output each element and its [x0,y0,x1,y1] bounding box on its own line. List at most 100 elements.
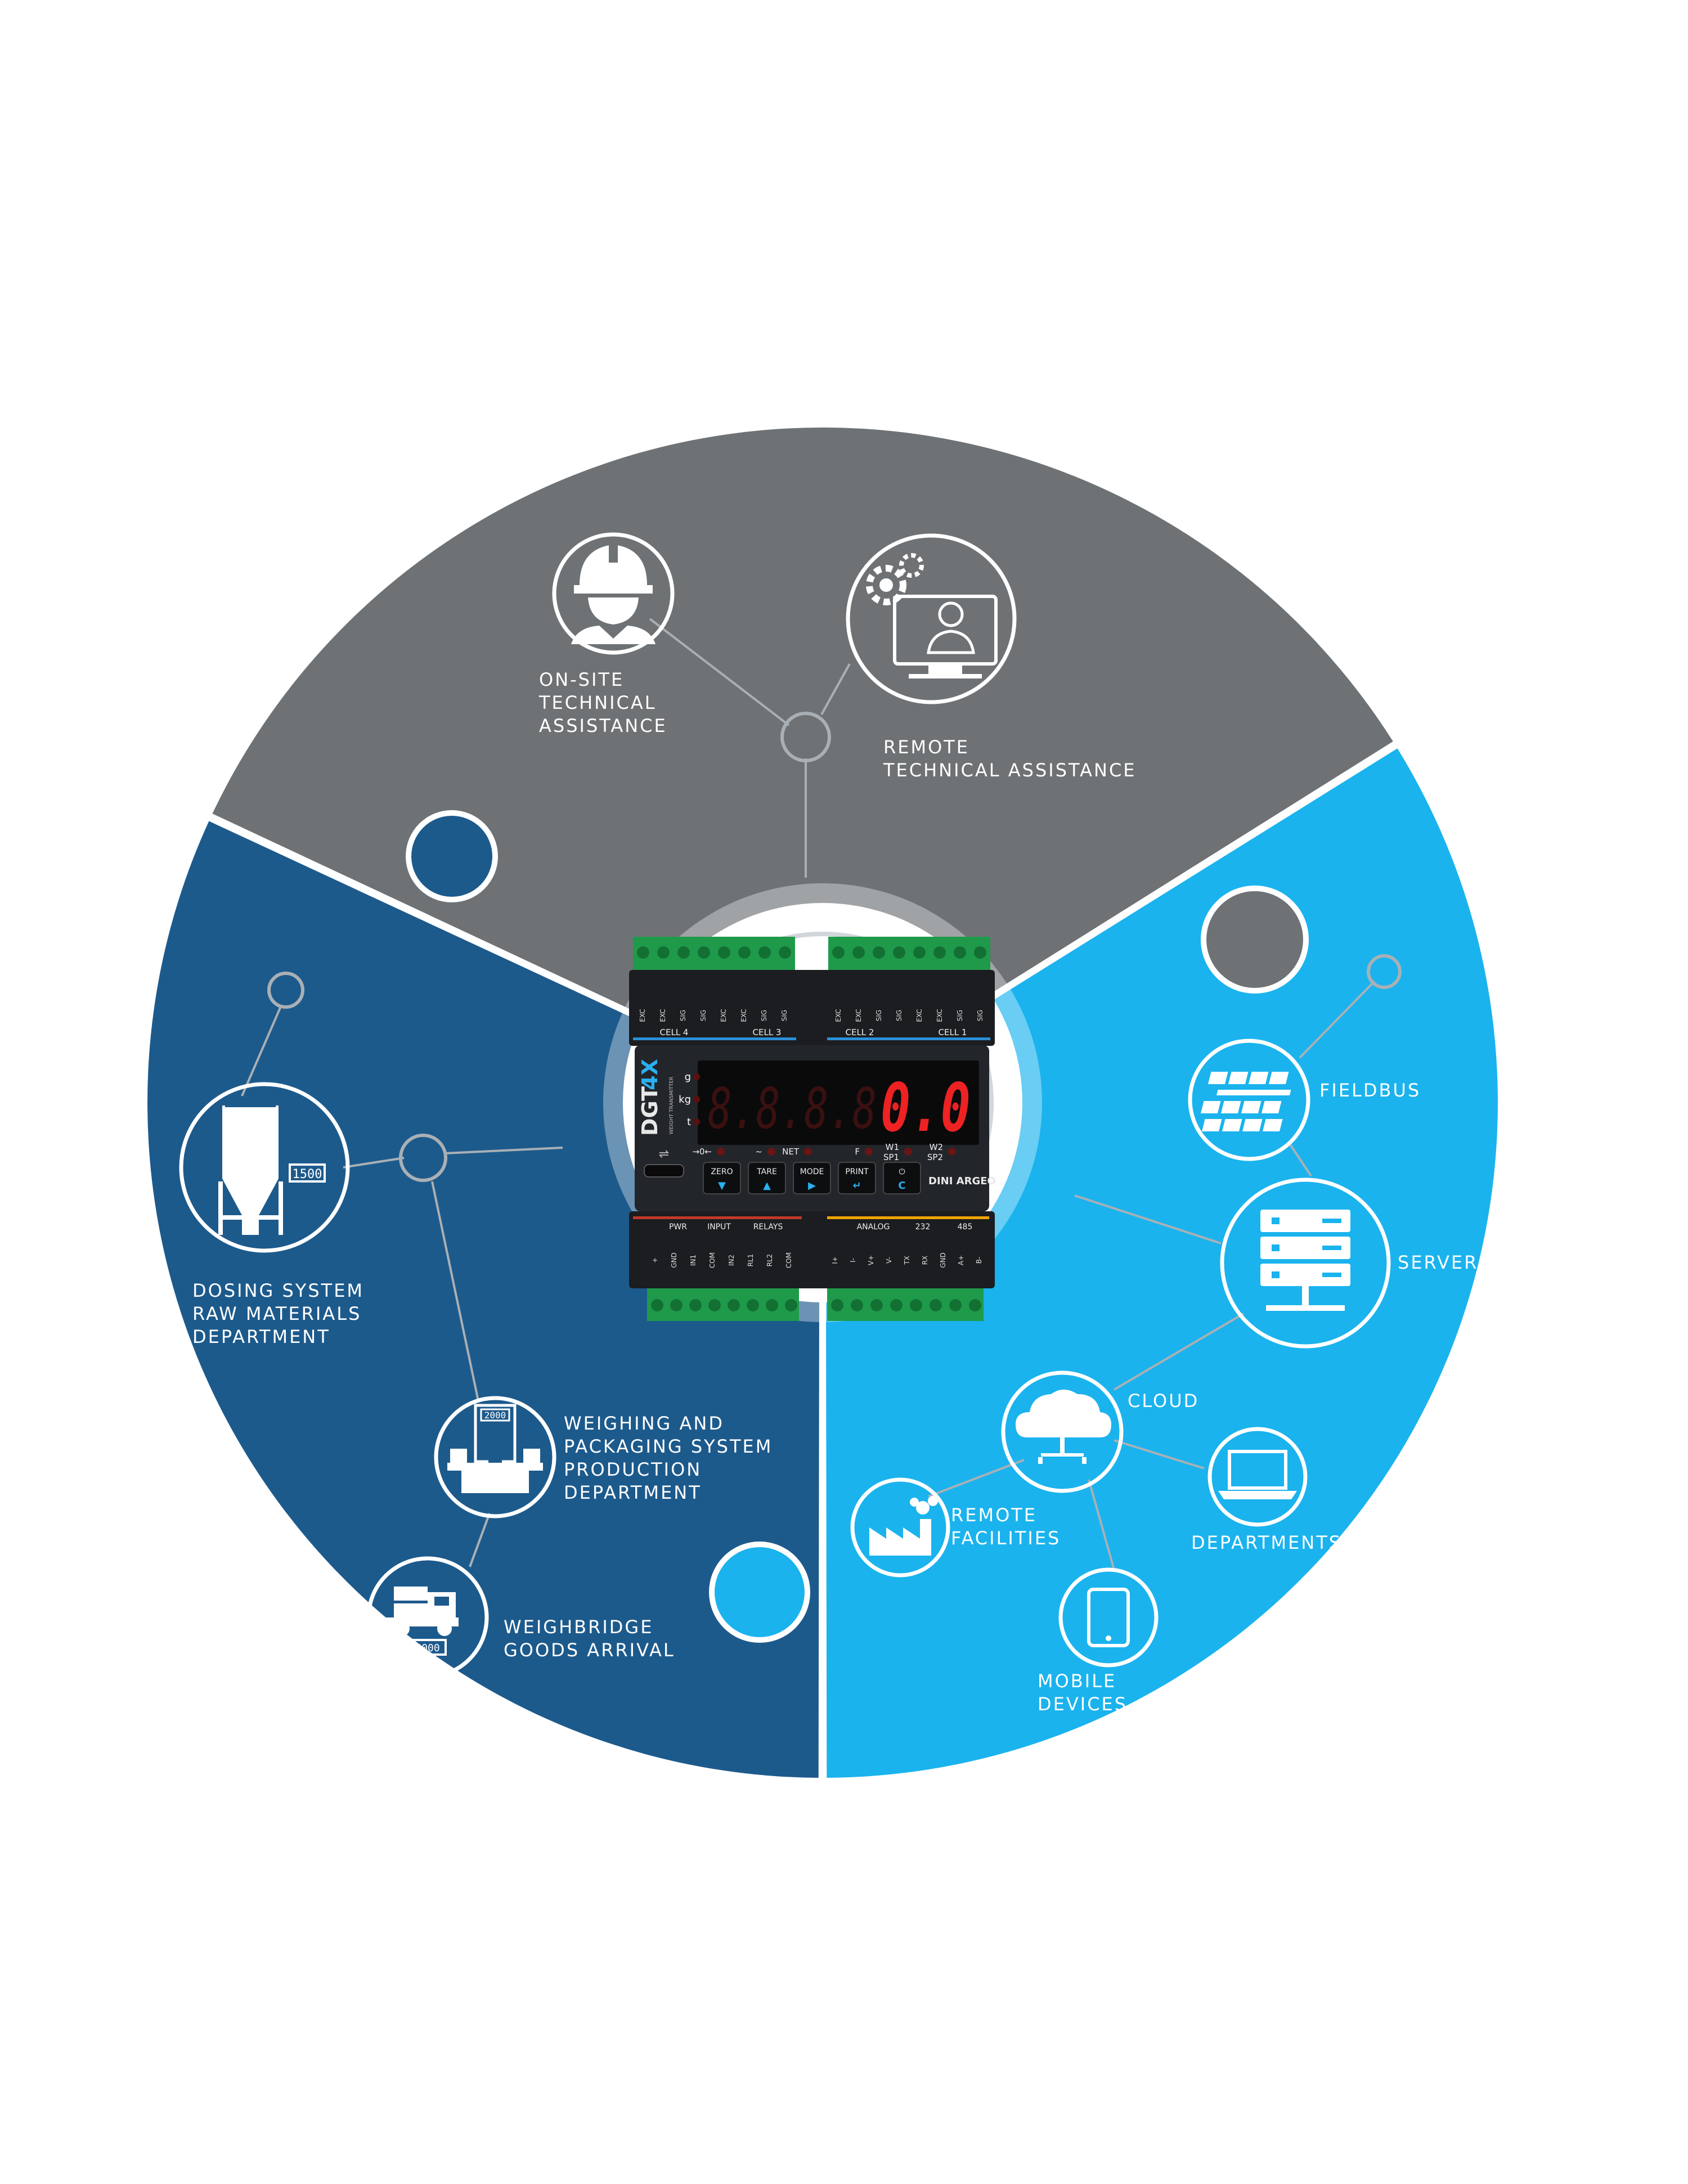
top-terminal-label: EXC [639,1009,647,1022]
server-ring [1220,1178,1391,1349]
indicator-label: W1 [886,1142,899,1152]
indicator-label: →0← [692,1147,712,1157]
indicator-led [948,1148,956,1156]
indicator-led [904,1148,912,1156]
junction-left-ring [267,972,304,1009]
display-window [698,1060,979,1145]
terminal-screw[interactable] [698,946,710,959]
fieldbus-ring [1188,1039,1310,1161]
keypad: ZERO▼TARE▲MODE▶PRINT↵⏻C [703,1162,921,1194]
top-terminal-label: EXC [740,1009,748,1022]
device-subtitle: WEIGHT TRANSMITTER [669,1077,675,1135]
terminal-screw[interactable] [689,1299,702,1311]
right-puzzle-knob [1206,891,1303,988]
keypad-button-label: TARE [756,1167,777,1176]
terminal-screw[interactable] [832,946,845,959]
line-remote-hub [820,663,851,715]
keypad-button[interactable] [793,1162,831,1194]
usb-port[interactable] [644,1164,684,1178]
terminal-screw[interactable] [893,946,905,959]
terminal-screw[interactable] [873,946,885,959]
terminal-screw[interactable] [728,1299,740,1311]
terminal-screw[interactable] [766,1299,778,1311]
terminal-screws [637,946,986,1311]
cell-label: CELL 4 [660,1027,689,1037]
unit-label: t [687,1116,691,1128]
packaging-ring [434,1396,556,1518]
keypad-button-label: ⏻ [899,1167,905,1176]
top-terminal-label: EXC [720,1009,728,1022]
bottom-terminal-label: IN2 [728,1255,735,1266]
terminal-screw[interactable] [930,1299,942,1311]
keypad-arrow-icon: C [898,1180,905,1192]
terminal-screw[interactable] [758,946,771,959]
keypad-arrow-icon: ↵ [852,1180,861,1192]
unit-led [693,1096,700,1103]
silo-icon [218,1103,326,1235]
top-terminal-label: EXC [915,1009,923,1022]
keypad-button[interactable] [703,1162,741,1194]
packaging-display-tag: 2000 [484,1410,506,1421]
terminal-screw[interactable] [670,1299,683,1311]
terminal-screw[interactable] [954,946,966,959]
line-node-device [444,1147,563,1154]
terminal-screw[interactable] [708,1299,721,1311]
device-model-suffix: 4X [638,1059,662,1090]
label-server: SERVER [1398,1252,1479,1273]
terminal-screw[interactable] [747,1299,759,1311]
connector-lines [241,618,1376,1570]
bottom-puzzle-knob [715,1547,805,1637]
onsite-ring [552,532,675,655]
laptop-icon [1218,1450,1297,1499]
bottom-terminal-label: COM [785,1252,793,1268]
terminal-screw[interactable] [910,1299,922,1311]
indicator-led [804,1148,812,1156]
keypad-button[interactable] [838,1162,876,1194]
terminal-screw[interactable] [852,946,865,959]
keypad-arrow-icon: ▼ [718,1180,726,1192]
terminal-screw[interactable] [785,1299,797,1311]
laptop-ring [1207,1427,1308,1527]
terminal-screw[interactable] [779,946,791,959]
bottom-terminal-label: RL2 [766,1254,774,1267]
terminal-screw[interactable] [738,946,751,959]
factory-icon [869,1496,938,1556]
terminal-screw[interactable] [974,946,986,959]
terminal-screw[interactable] [677,946,690,959]
terminal-screw[interactable] [651,1299,663,1311]
top-terminal-label: SIG [976,1010,984,1021]
terminal-screw[interactable] [718,946,730,959]
terminal-screw[interactable] [969,1299,981,1311]
terminal-screw[interactable] [933,946,946,959]
unit-label: kg [679,1094,691,1106]
terminal-screw[interactable] [831,1299,843,1311]
terminal-screw[interactable] [890,1299,903,1311]
line-cloud-tablet [1088,1479,1115,1570]
terminal-screw[interactable] [637,946,649,959]
indicator-led [717,1148,725,1156]
server-icon [1260,1210,1350,1311]
terminal-screw[interactable] [949,1299,962,1311]
terminal-screw[interactable] [913,946,926,959]
terminal-screw[interactable] [851,1299,863,1311]
keypad-button[interactable] [748,1162,786,1194]
keypad-button-label: ZERO [711,1167,733,1176]
silo-ring [179,1082,350,1253]
device-model: DGT [638,1086,662,1136]
tablet-icon [1087,1588,1130,1647]
terminal-screw[interactable] [657,946,670,959]
keypad-button[interactable] [883,1162,921,1194]
junction-right-ring [1367,954,1402,989]
bottom-terminal-label: A+ [957,1255,965,1265]
bottom-group-label: INPUT [707,1223,731,1232]
terminal-screw[interactable] [870,1299,883,1311]
line-ring-fieldbus [1299,980,1376,1059]
